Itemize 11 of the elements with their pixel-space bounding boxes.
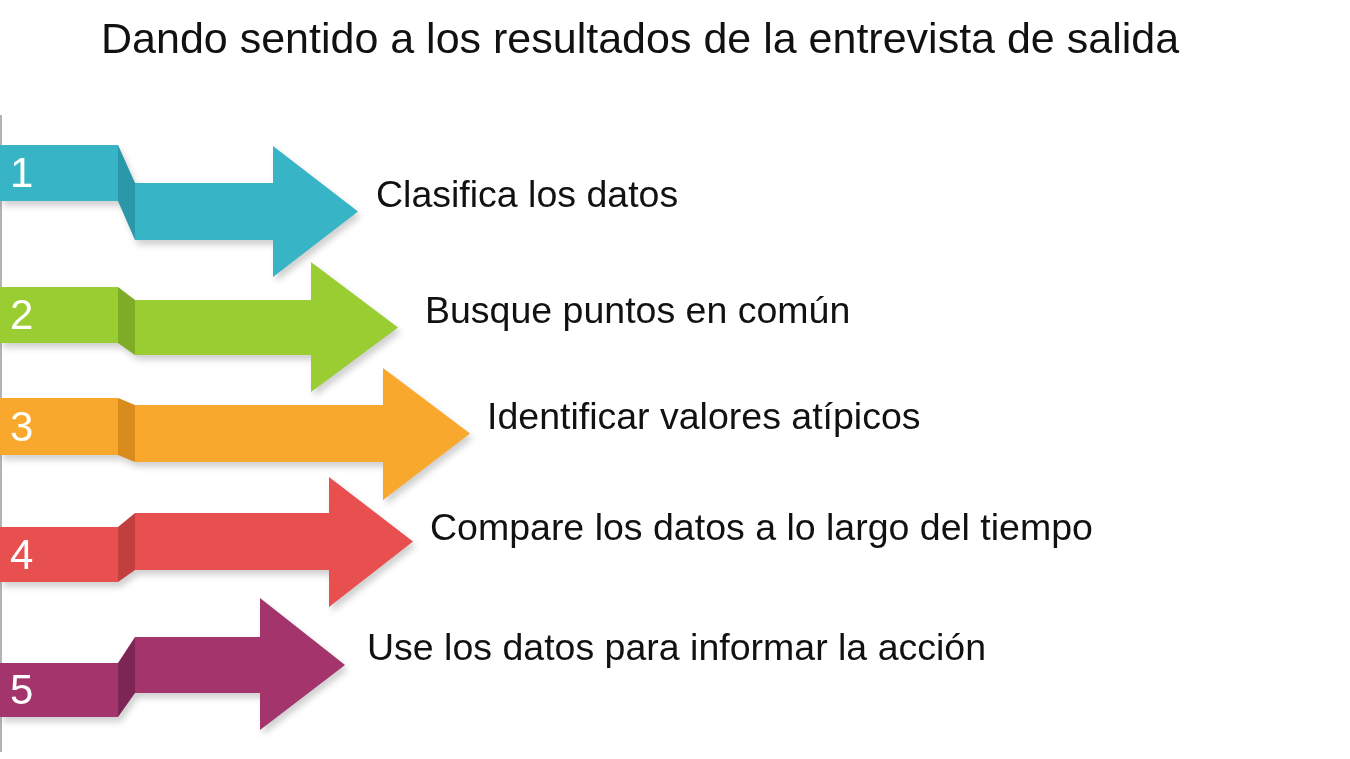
- step-number: 1: [10, 152, 34, 194]
- step-label: Clasifica los datos: [376, 173, 679, 217]
- step-label: Identificar valores atípicos: [487, 395, 921, 439]
- step-label: Busque puntos en común: [425, 289, 851, 333]
- step-number: 3: [10, 405, 34, 448]
- step-number: 2: [10, 294, 34, 336]
- step-number: 4: [10, 533, 34, 576]
- step-number: 5: [10, 669, 34, 711]
- title: Dando sentido a los resultados de la entrevista de salida: [101, 14, 1180, 64]
- step-label: Compare los datos a lo largo del tiempo: [430, 506, 1093, 550]
- step-label: Use los datos para informar la acción: [367, 626, 987, 670]
